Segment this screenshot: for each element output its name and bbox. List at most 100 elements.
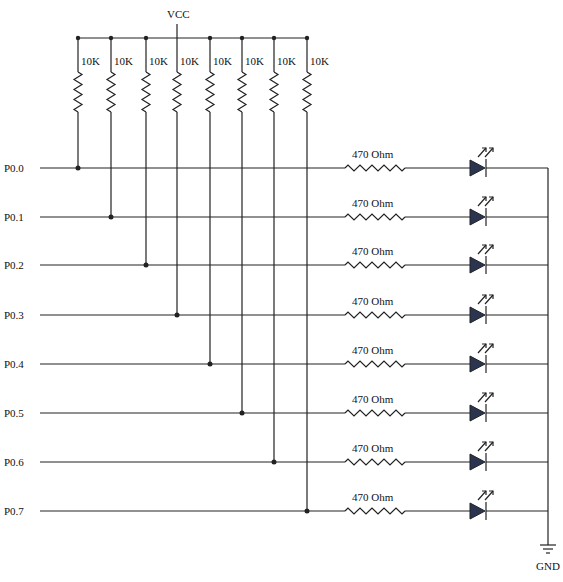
wire: [405, 412, 470, 413]
light-arrow: [489, 197, 493, 201]
resistor-value: 10K: [277, 55, 296, 67]
led-symbol: [470, 356, 485, 372]
wire: [145, 38, 146, 72]
led-symbol: [470, 307, 485, 323]
light-arrow: [482, 295, 486, 299]
led-symbol: [470, 160, 485, 176]
resistor-value: 470 Ohm: [352, 295, 393, 307]
resistor-value: 470 Ohm: [352, 442, 393, 454]
wire: [110, 38, 111, 72]
wire: [40, 363, 345, 364]
resistor-value: 470 Ohm: [352, 491, 393, 503]
ground-symbol: [543, 548, 553, 549]
wire: [273, 112, 274, 462]
led-symbol: [470, 454, 485, 470]
wire: [40, 264, 345, 265]
resistor-value: 10K: [180, 55, 199, 67]
wire: [486, 363, 548, 364]
light-arrow: [489, 393, 493, 397]
light-arrow: [482, 344, 486, 348]
pin-name: P0.0: [4, 162, 24, 174]
pin-name: P0.2: [4, 259, 24, 271]
resistor-symbol: [345, 312, 405, 318]
light-arrow: [482, 148, 486, 152]
light-arrow: [485, 197, 493, 206]
wire: [405, 264, 470, 265]
wire: [405, 510, 470, 511]
resistor-value: 470 Ohm: [352, 148, 393, 160]
wire: [273, 38, 274, 72]
resistor-symbol: [345, 459, 405, 465]
pin-name: P0.6: [4, 456, 24, 468]
light-arrow: [478, 491, 486, 500]
junction-dot: [208, 36, 212, 40]
light-arrow: [478, 393, 486, 402]
resistor-value: 10K: [213, 55, 232, 67]
light-arrow: [485, 245, 493, 254]
wire: [77, 38, 78, 72]
light-arrow: [485, 491, 493, 500]
light-arrow: [478, 295, 486, 304]
light-arrow: [485, 344, 493, 353]
pin-name: P0.5: [4, 407, 24, 419]
resistor-value: 470 Ohm: [352, 344, 393, 356]
resistor-symbol: [142, 72, 150, 112]
wire: [405, 461, 470, 462]
junction-dot: [305, 36, 309, 40]
light-arrow: [478, 344, 486, 353]
resistor-symbol: [173, 72, 181, 112]
wire: [486, 264, 548, 265]
wire: [40, 314, 345, 315]
wire: [405, 314, 470, 315]
resistor-symbol: [206, 72, 214, 112]
led-symbol: [470, 257, 485, 273]
pin-name: P0.3: [4, 309, 24, 321]
resistor-value: 470 Ohm: [352, 197, 393, 209]
light-arrow: [485, 393, 493, 402]
wire: [40, 216, 345, 217]
resistor-symbol: [345, 361, 405, 367]
light-arrow: [482, 491, 486, 495]
resistor-value: 470 Ohm: [352, 245, 393, 257]
resistor-symbol: [345, 165, 405, 171]
light-arrow: [489, 344, 493, 348]
wire: [486, 216, 548, 217]
junction-dot: [240, 36, 244, 40]
light-arrow: [485, 148, 493, 157]
light-arrow: [478, 148, 486, 157]
resistor-symbol: [345, 262, 405, 268]
light-arrow: [478, 442, 486, 451]
wire: [486, 167, 548, 168]
pin-name: P0.1: [4, 211, 24, 223]
light-arrow: [489, 442, 493, 446]
light-arrow: [485, 442, 493, 451]
wire: [241, 112, 242, 413]
ground-symbol: [540, 544, 556, 545]
resistor-symbol: [238, 72, 246, 112]
led-symbol: [470, 405, 485, 421]
wire: [306, 38, 307, 72]
junction-dot: [109, 36, 113, 40]
wire: [40, 461, 345, 462]
light-arrow: [489, 491, 493, 495]
wire: [486, 314, 548, 315]
wire: [405, 216, 470, 217]
wire: [306, 112, 307, 511]
resistor-value: 10K: [310, 55, 329, 67]
wire: [110, 112, 111, 217]
ground-symbol: [546, 552, 550, 553]
light-arrow: [489, 245, 493, 249]
wire: [405, 363, 470, 364]
resistor-value: 10K: [81, 55, 100, 67]
wire: [176, 112, 177, 315]
wire: [209, 38, 210, 72]
wire: [40, 167, 345, 168]
resistor-value: 10K: [114, 55, 133, 67]
junction-dot: [144, 36, 148, 40]
resistor-symbol: [345, 214, 405, 220]
light-arrow: [489, 295, 493, 299]
led-symbol: [470, 209, 485, 225]
light-arrow: [482, 442, 486, 446]
light-arrow: [489, 148, 493, 152]
